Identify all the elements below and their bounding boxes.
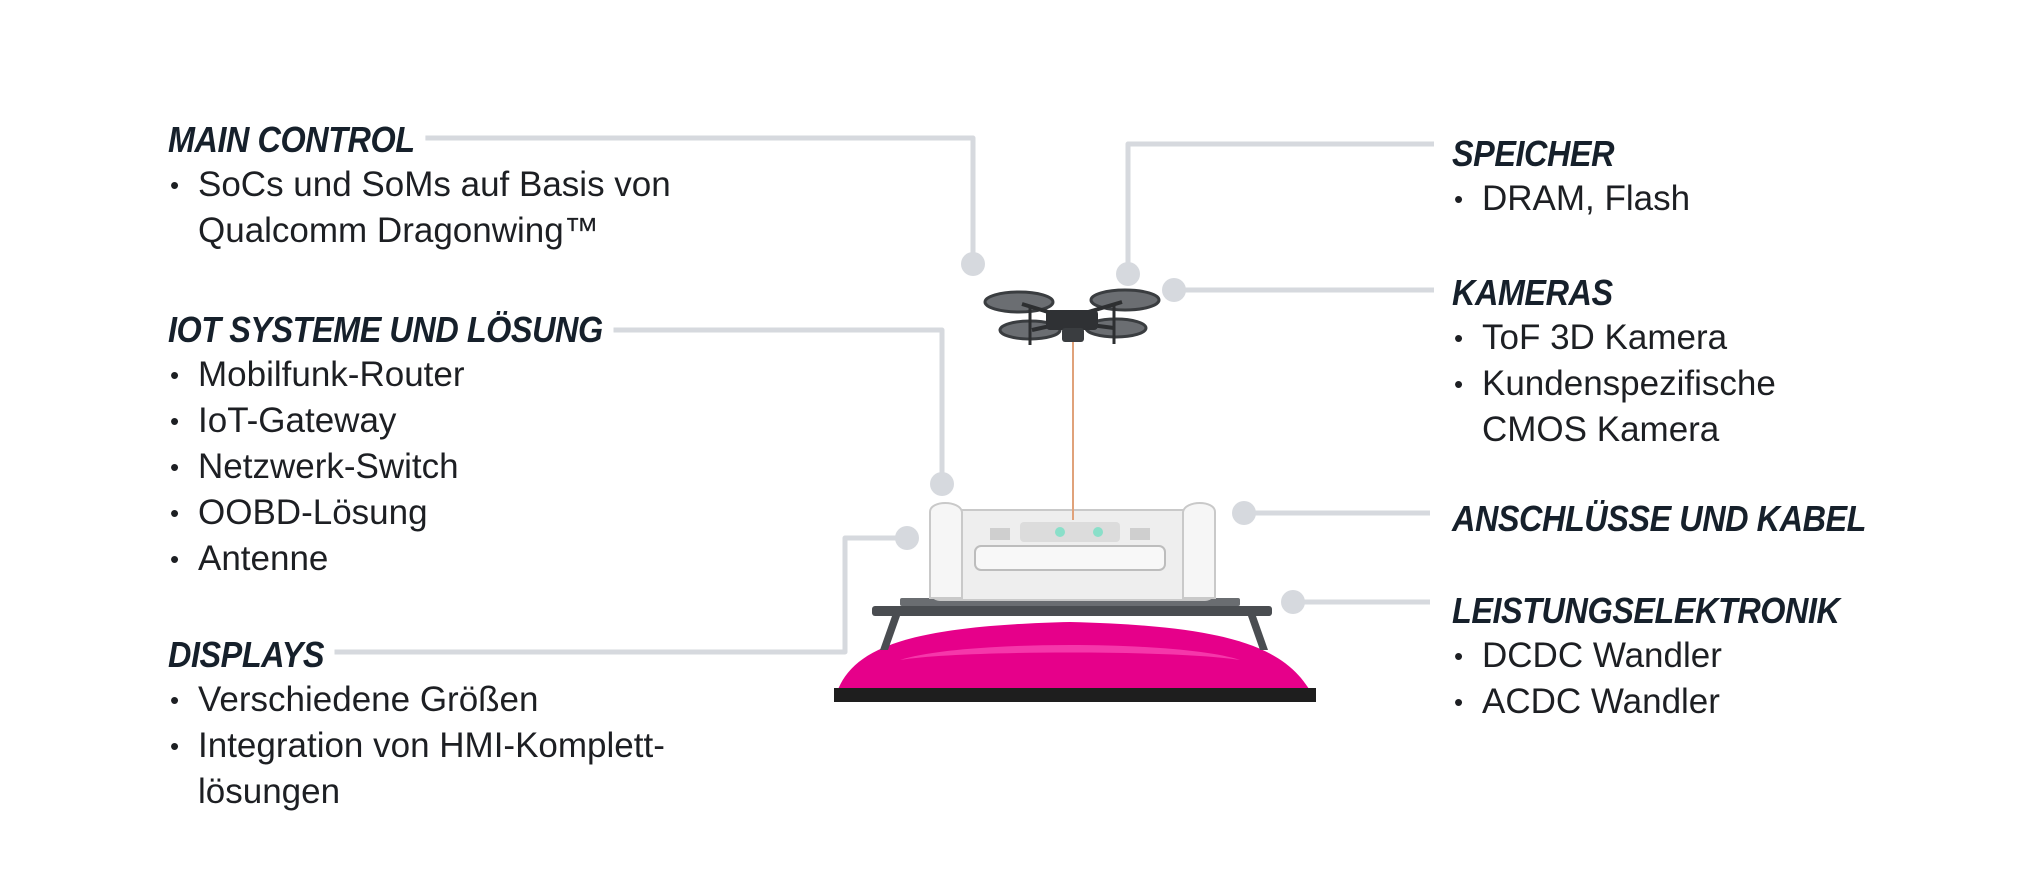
section-displays: DISPLAYS Verschiedene Größen Integration…: [168, 633, 768, 815]
list-item: Kundenspezifische: [1452, 361, 2012, 407]
connector-dot: [895, 526, 919, 550]
section-kameras: KAMERAS ToF 3D Kamera Kundenspezifische …: [1452, 271, 2012, 453]
connector-dot: [1281, 590, 1305, 614]
section-heading: IOT SYSTEME UND LÖSUNG: [168, 308, 614, 352]
section-speicher: SPEICHER DRAM, Flash: [1452, 132, 2012, 222]
section-main-control: MAIN CONTROL SoCs und SoMs auf Basis von…: [168, 118, 768, 254]
section-iot: IOT SYSTEME UND LÖSUNG Mobilfunk-Router …: [168, 308, 768, 582]
list-item: DCDC Wandler: [1452, 633, 2012, 679]
bullet-list: Verschiedene Größen Integration von HMI-…: [168, 677, 768, 815]
list-item: IoT-Gateway: [168, 398, 768, 444]
bullet-list: DCDC Wandler ACDC Wandler: [1452, 633, 2012, 725]
list-item: ACDC Wandler: [1452, 679, 2012, 725]
list-item-continuation: Qualcomm Dragonwing™: [198, 211, 599, 250]
section-heading: DISPLAYS: [168, 633, 335, 677]
section-heading: MAIN CONTROL: [168, 118, 426, 162]
section-heading: ANSCHLÜSSE UND KABEL: [1452, 497, 1877, 541]
list-item: ToF 3D Kamera: [1452, 315, 2012, 361]
list-item-continuation: CMOS Kamera: [1482, 410, 1720, 449]
list-item: Antenne: [168, 536, 768, 582]
bullet-list: ToF 3D Kamera Kundenspezifische CMOS Kam…: [1452, 315, 2012, 453]
list-item-continuation: lösungen: [198, 772, 341, 811]
connector-speicher: [1125, 141, 1434, 272]
section-heading: LEISTUNGSELEKTRONIK: [1452, 589, 1851, 633]
list-item: Mobilfunk-Router: [168, 352, 768, 398]
connector-displays: [334, 535, 902, 655]
drone-icon: [983, 288, 1161, 345]
list-item: OOBD-Lösung: [168, 490, 768, 536]
connector-dot: [930, 472, 954, 496]
docking-station-icon: [929, 502, 1216, 601]
connector-dot: [961, 252, 985, 276]
list-item: Verschiedene Größen: [168, 677, 768, 723]
bullet-list: DRAM, Flash: [1452, 176, 2012, 222]
car-roof-icon: [834, 622, 1316, 702]
connector-iot: [602, 327, 945, 482]
section-anschluesse: ANSCHLÜSSE UND KABEL: [1452, 497, 2012, 541]
section-leistungselektronik: LEISTUNGSELEKTRONIK DCDC Wandler ACDC Wa…: [1452, 589, 2012, 725]
list-item: SoCs und SoMs auf Basis von: [168, 162, 768, 208]
section-heading: SPEICHER: [1452, 132, 1625, 176]
list-item: Netzwerk-Switch: [168, 444, 768, 490]
bullet-list: Mobilfunk-Router IoT-Gateway Netzwerk-Sw…: [168, 352, 768, 582]
list-item: Integration von HMI-Komplett-: [168, 723, 768, 769]
connector-dot: [1162, 278, 1186, 302]
section-heading: KAMERAS: [1452, 271, 1624, 315]
connector-dot: [1232, 501, 1256, 525]
bullet-list: SoCs und SoMs auf Basis von Qualcomm Dra…: [168, 162, 768, 254]
list-item: DRAM, Flash: [1452, 176, 2012, 222]
connector-main-control: [412, 135, 976, 262]
connector-dot: [1116, 262, 1140, 286]
